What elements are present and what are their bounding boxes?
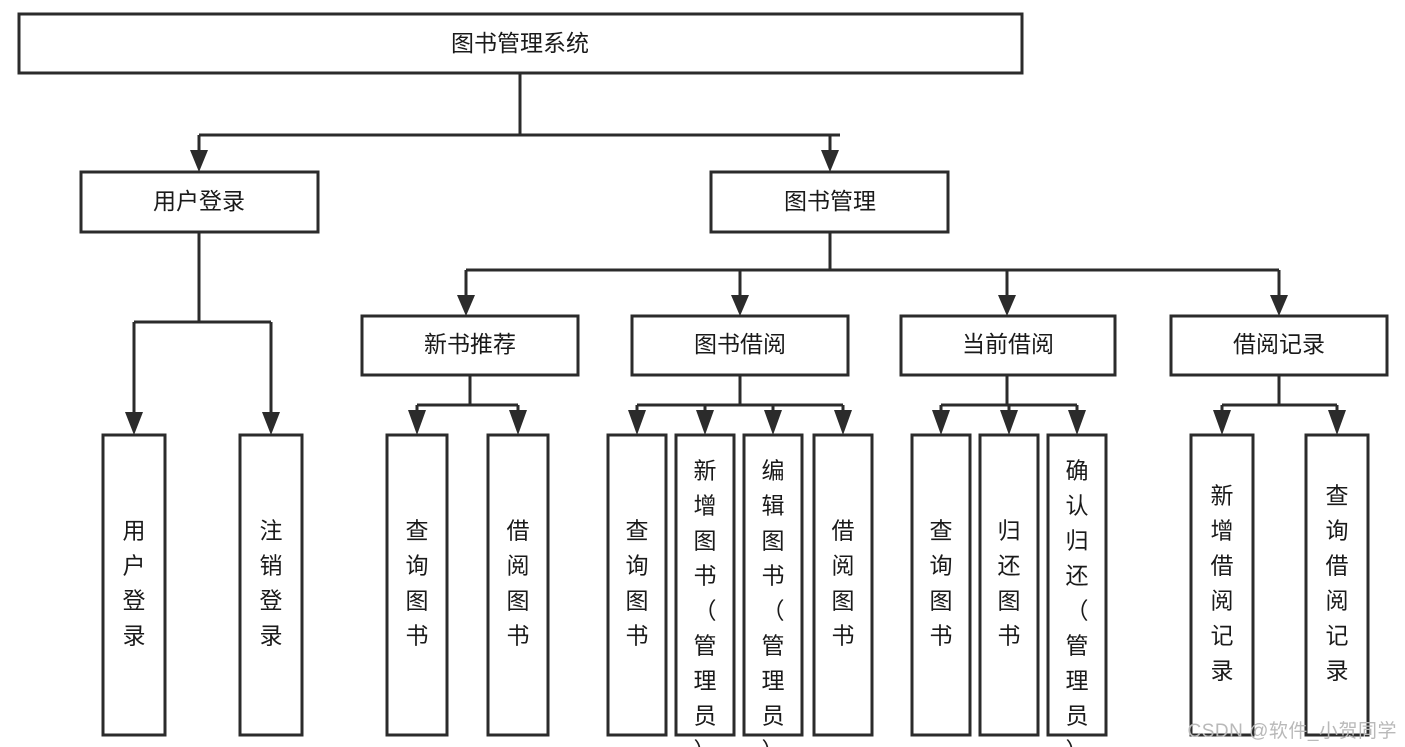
leaf-edit-book[interactable]: 编辑图书（管理员） — [742, 433, 804, 747]
arrow-head-icon — [731, 295, 749, 316]
node-current-borrow-label: 当前借阅 — [962, 331, 1054, 357]
leaf-query-book-c[interactable]: 查询图书 — [910, 433, 972, 737]
arrow-head-icon — [408, 410, 426, 435]
leaf-logout[interactable]: 注销登录 — [238, 433, 304, 737]
leaf-return-book[interactable]: 归还图书 — [978, 433, 1040, 737]
leaf-add-record[interactable]: 新增借阅记录 — [1189, 433, 1255, 737]
arrow-head-icon — [834, 410, 852, 435]
leaf-confirm-return-label: 确认归还（管理员） — [1066, 458, 1089, 747]
connector-userlogin-to-leaves — [125, 232, 280, 435]
node-book-borrow[interactable]: 图书借阅 — [630, 314, 850, 377]
leaf-add-book-label: 新增图书（管理员） — [694, 458, 717, 747]
leaf-query-book-a[interactable]: 查询图书 — [385, 433, 449, 737]
arrow-head-icon — [1270, 295, 1288, 316]
arrow-head-icon — [457, 295, 475, 316]
node-user-login-label: 用户登录 — [153, 188, 245, 214]
leaf-user-login-label: 用户登录 — [123, 518, 146, 649]
leaf-return-book-label: 归还图书 — [998, 518, 1021, 649]
node-root[interactable]: 图书管理系统 — [17, 12, 1024, 75]
leaf-edit-book-label: 编辑图书（管理员） — [762, 458, 785, 747]
node-book-management-label: 图书管理 — [784, 188, 876, 214]
connector-bookmgmt-to-level3 — [457, 232, 1288, 316]
leaf-borrow-book-a[interactable]: 借阅图书 — [486, 433, 550, 737]
node-current-borrow[interactable]: 当前借阅 — [899, 314, 1117, 377]
leaf-borrow-book-b[interactable]: 借阅图书 — [812, 433, 874, 737]
connector-root-to-level2 — [190, 73, 840, 172]
csdn-watermark: CSDN @软件_小贺同学 — [1187, 721, 1397, 742]
leaf-user-login[interactable]: 用户登录 — [101, 433, 167, 737]
connector-borrowrecord-to-leaves — [1213, 375, 1346, 435]
arrow-head-icon — [696, 410, 714, 435]
arrow-head-icon — [509, 410, 527, 435]
arrow-head-icon — [125, 412, 143, 435]
arrow-head-icon — [1328, 410, 1346, 435]
leaf-confirm-return[interactable]: 确认归还（管理员） — [1046, 433, 1108, 747]
arrow-head-icon — [932, 410, 950, 435]
node-book-borrow-label: 图书借阅 — [694, 331, 786, 357]
connector-bookborrow-to-leaves — [628, 375, 852, 435]
connector-currentborrow-to-leaves — [932, 375, 1086, 435]
leaf-query-book-b[interactable]: 查询图书 — [606, 433, 668, 737]
node-new-book-recommend[interactable]: 新书推荐 — [360, 314, 580, 377]
leaf-add-record-label: 新增借阅记录 — [1211, 483, 1234, 684]
arrow-head-icon — [262, 412, 280, 435]
node-borrow-record-label: 借阅记录 — [1233, 331, 1325, 357]
leaf-query-record-label: 查询借阅记录 — [1326, 483, 1349, 684]
leaf-query-book-b-label: 查询图书 — [626, 518, 649, 649]
node-borrow-record[interactable]: 借阅记录 — [1169, 314, 1389, 377]
arrow-head-icon — [628, 410, 646, 435]
arrow-head-icon — [1213, 410, 1231, 435]
leaf-logout-label: 注销登录 — [260, 518, 283, 649]
connector-newbook-to-leaves — [408, 375, 527, 435]
node-book-management[interactable]: 图书管理 — [709, 170, 950, 234]
leaf-add-book[interactable]: 新增图书（管理员） — [674, 433, 736, 747]
arrow-head-icon — [1000, 410, 1018, 435]
leaf-query-record[interactable]: 查询借阅记录 — [1304, 433, 1370, 737]
arrow-head-icon — [998, 295, 1016, 316]
arrow-head-icon — [821, 150, 839, 172]
leaf-borrow-book-a-label: 借阅图书 — [507, 518, 530, 649]
node-new-book-recommend-label: 新书推荐 — [424, 331, 516, 357]
leaf-query-book-c-label: 查询图书 — [930, 518, 953, 649]
node-root-label: 图书管理系统 — [451, 30, 589, 56]
node-user-login[interactable]: 用户登录 — [79, 170, 320, 234]
arrow-head-icon — [190, 150, 208, 172]
leaf-borrow-book-b-label: 借阅图书 — [832, 518, 855, 649]
leaf-query-book-a-label: 查询图书 — [406, 518, 429, 649]
arrow-head-icon — [1068, 410, 1086, 435]
arrow-head-icon — [764, 410, 782, 435]
